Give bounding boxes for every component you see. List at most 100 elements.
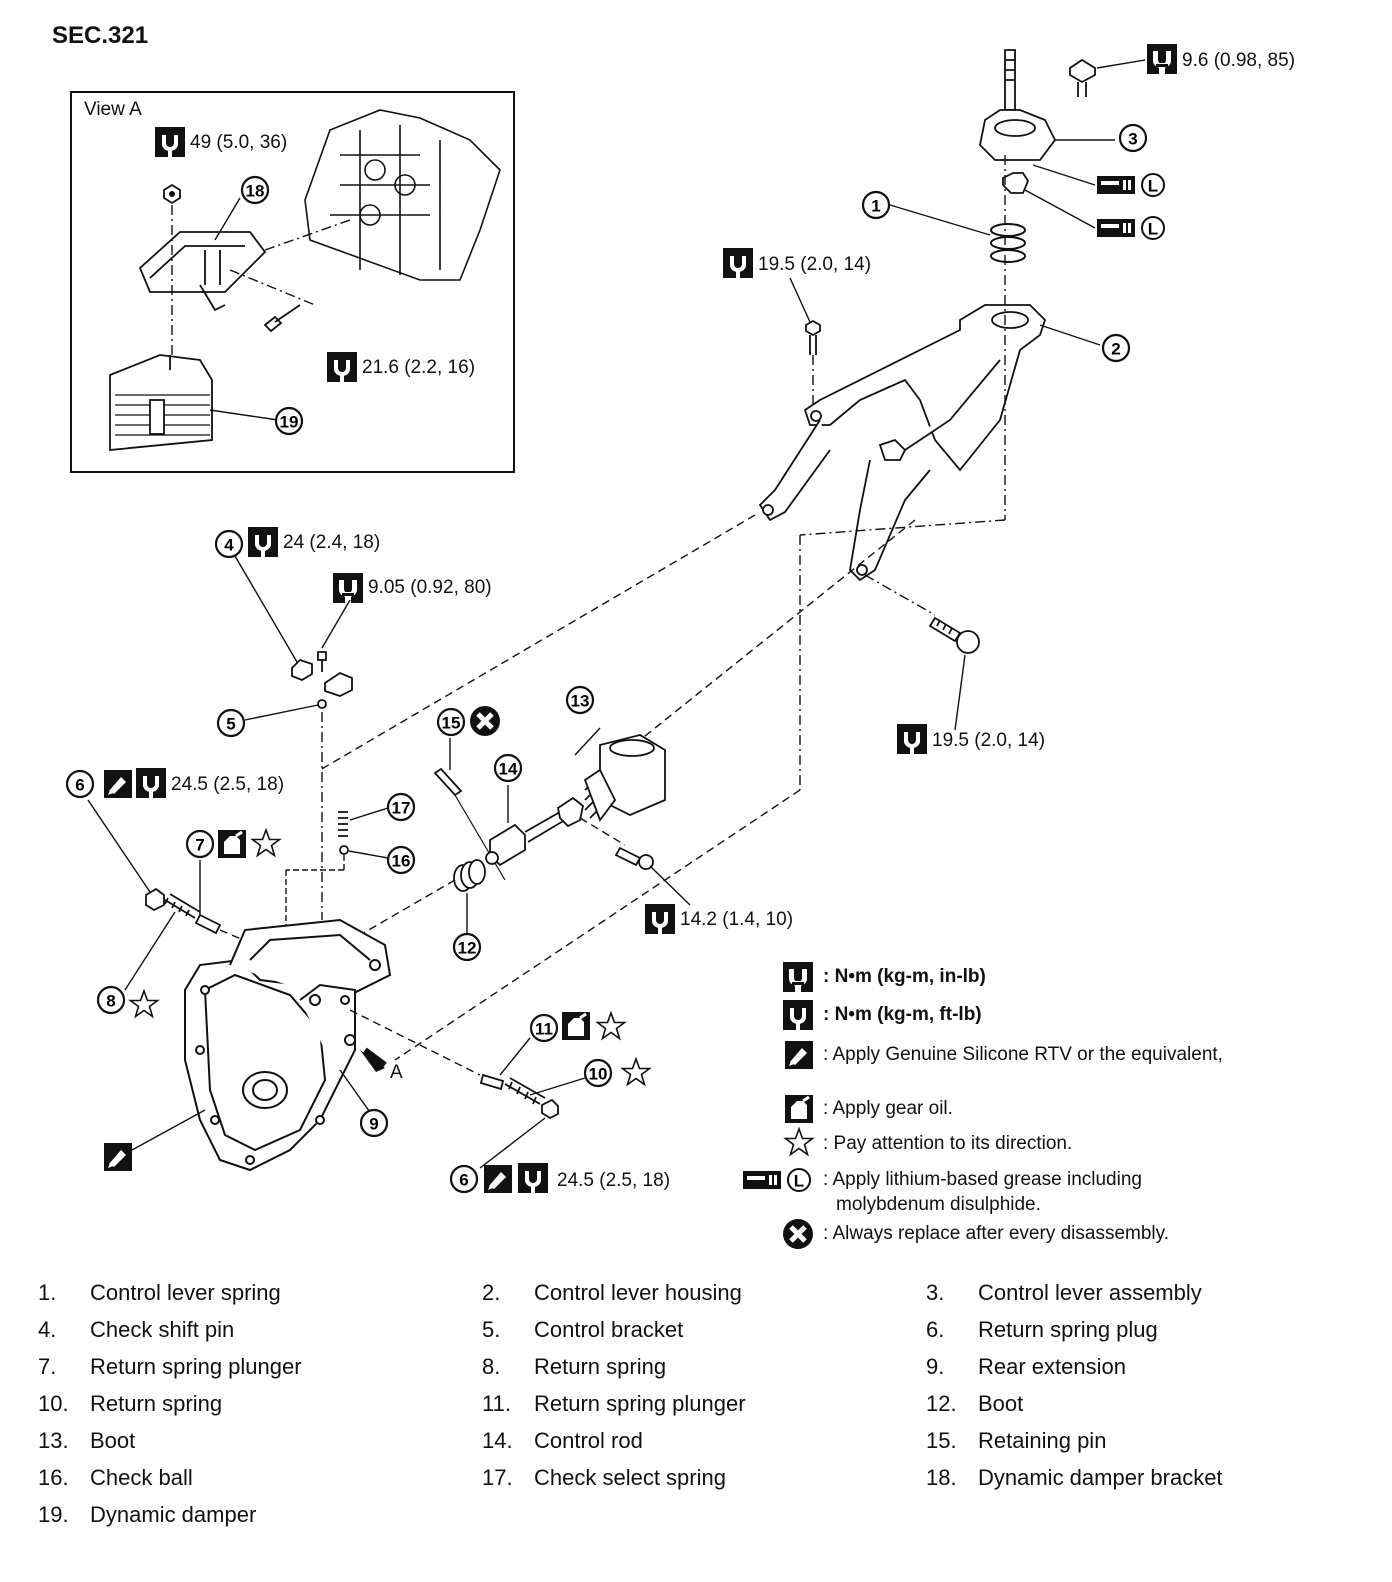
leader-5 xyxy=(244,704,319,721)
part-item: 16.Check ball xyxy=(38,1465,193,1491)
return-spring-plunger-right xyxy=(479,1073,559,1120)
torque-ft-lb-icon xyxy=(897,724,927,754)
retaining-pin xyxy=(433,767,463,797)
callout-number: 18 xyxy=(246,182,265,201)
control-lever-spring xyxy=(990,223,1026,263)
part-name: Boot xyxy=(978,1391,1024,1416)
legend-text-6b: molybdenum disulphide. xyxy=(836,1194,1041,1215)
bolt-icon xyxy=(805,319,821,355)
part-number: 10. xyxy=(38,1391,69,1416)
callout-16: 16 xyxy=(386,845,416,875)
plug-centerline-right xyxy=(349,1009,481,1076)
torque-195-right: 19.5 (2.0, 14) xyxy=(932,730,1045,751)
part-name: Dynamic damper xyxy=(90,1502,257,1527)
bolt-icon xyxy=(928,616,980,654)
callout-number: 16 xyxy=(392,852,411,871)
torque-ft-lb-icon xyxy=(723,248,753,278)
view-a-leader-bolt xyxy=(229,269,316,306)
part-number: 12. xyxy=(926,1391,957,1416)
centerline-lever-bottom xyxy=(799,519,1006,536)
plug-centerline xyxy=(219,929,263,949)
callout-17: 17 xyxy=(386,792,416,822)
direction-star-icon xyxy=(129,990,159,1018)
part-number: 17. xyxy=(482,1465,513,1490)
leader-torque-96 xyxy=(1096,59,1146,69)
rear-extension xyxy=(184,918,392,1172)
exploded-diagram: View A 49 (5.0, 36) 21.6 (2.2, 16) xyxy=(65,44,1295,1270)
part-number: 16. xyxy=(38,1465,69,1490)
callout-6: 6 xyxy=(65,769,95,799)
callout-9: 9 xyxy=(359,1108,389,1138)
leader-2 xyxy=(1039,324,1101,346)
direction-star-icon xyxy=(596,1012,626,1040)
dashed-link-3 xyxy=(394,789,801,1061)
torque-245-bottom: 24.5 (2.5, 18) xyxy=(557,1170,670,1191)
dashed-link-4 xyxy=(639,519,916,741)
leader-16 xyxy=(348,850,389,859)
torque-ft-lb-icon xyxy=(327,352,357,382)
part-name: Dynamic damper bracket xyxy=(978,1465,1223,1490)
part-item: 6.Return spring plug xyxy=(926,1317,1158,1343)
torque-96: 9.6 (0.98, 85) xyxy=(1182,50,1295,71)
bolt-icon xyxy=(1069,58,1096,97)
dashed-link-1 xyxy=(319,514,756,771)
leader-torque-142 xyxy=(649,865,691,906)
torque-245-left: 24.5 (2.5, 18) xyxy=(171,774,284,795)
part-item: 10.Return spring xyxy=(38,1391,222,1417)
torque-195-top: 19.5 (2.0, 14) xyxy=(758,254,871,275)
torque-ft-lb-icon xyxy=(155,127,185,157)
boot-13 xyxy=(583,734,666,822)
torque-ft-lb-icon xyxy=(645,904,675,934)
bolt-icon xyxy=(614,846,654,870)
part-number: 2. xyxy=(482,1280,501,1305)
legend-text-4: : Apply gear oil. xyxy=(823,1098,953,1119)
leader-17 xyxy=(349,807,389,821)
part-name: Return spring plunger xyxy=(90,1354,302,1379)
part-name: Return spring plunger xyxy=(534,1391,746,1416)
part-number: 1. xyxy=(38,1280,57,1305)
callout-13: 13 xyxy=(565,685,595,715)
silicone-rtv-icon xyxy=(104,1143,132,1171)
callout-12: 12 xyxy=(452,932,482,962)
leader-13 xyxy=(574,727,601,756)
part-item: 9.Rear extension xyxy=(926,1354,1126,1380)
part-item: 8.Return spring xyxy=(482,1354,666,1380)
direction-star-icon xyxy=(251,829,281,857)
part-name: Boot xyxy=(90,1428,136,1453)
leader-9 xyxy=(339,1069,373,1116)
leader-rtv xyxy=(131,1109,206,1151)
part-number: 4. xyxy=(38,1317,57,1342)
part-item: 3.Control lever assembly xyxy=(926,1280,1202,1306)
callout-7: 7 xyxy=(185,829,215,859)
dynamic-damper xyxy=(109,354,213,451)
callout-number: 19 xyxy=(280,413,299,432)
part-number: 18. xyxy=(926,1465,957,1490)
leader-1 xyxy=(889,204,991,236)
part-number: 5. xyxy=(482,1317,501,1342)
torque-ft-lb-icon xyxy=(518,1163,548,1193)
view-a-torque-49: 49 (5.0, 36) xyxy=(190,132,287,153)
legend-text-6: : Apply lithium-based grease including xyxy=(823,1169,1142,1190)
callout-number: 10 xyxy=(589,1065,608,1084)
callout-1: 1 xyxy=(861,190,891,220)
silicone-rtv-icon xyxy=(785,1041,813,1069)
part-name: Return spring xyxy=(534,1354,667,1379)
part-name: Control rod xyxy=(534,1428,643,1453)
part-item: 14.Control rod xyxy=(482,1428,643,1454)
boot-12 xyxy=(453,859,486,892)
part-item: 1.Control lever spring xyxy=(38,1280,281,1306)
torque-ft-lb-icon xyxy=(248,527,278,557)
legend-text-7: : Always replace after every disassembly… xyxy=(823,1223,1169,1244)
part-number: 19. xyxy=(38,1502,69,1527)
torque-ft-lb-icon xyxy=(783,1000,813,1030)
part-item: 15.Retaining pin xyxy=(926,1428,1106,1454)
part-number: 6. xyxy=(926,1317,945,1342)
rod-centerline xyxy=(579,817,626,846)
leader-11 xyxy=(499,1037,531,1076)
callout-number: 11 xyxy=(535,1020,553,1039)
view-a-frame xyxy=(70,91,515,473)
part-item: 7.Return spring plunger xyxy=(38,1354,302,1380)
legend-text-3: : Apply Genuine Silicone RTV or the equi… xyxy=(823,1044,1223,1065)
